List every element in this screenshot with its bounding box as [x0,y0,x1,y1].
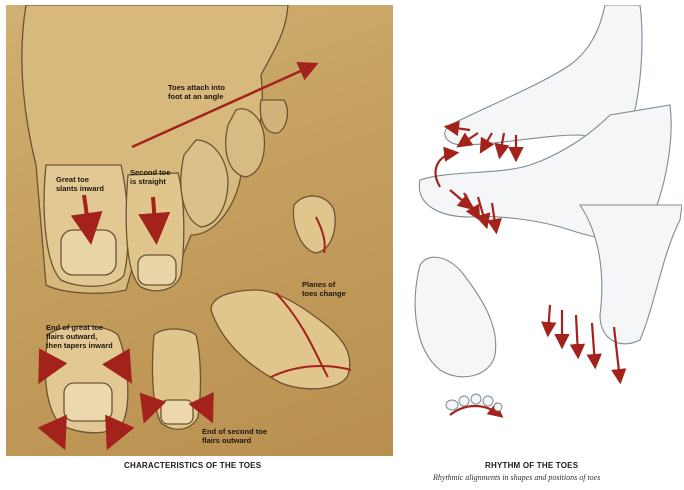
toes-rhythm-panel [400,5,682,456]
toes-characteristics-panel: Toes attach into foot at an angle Great … [6,5,393,456]
label-planes: Planes of toes change [302,280,346,298]
toe-pads [445,393,503,412]
label-toes-attach: Toes attach into foot at an angle [168,83,225,101]
label-great-toe: Great toe slants inward [56,175,104,193]
rhythm-arrows [434,120,627,418]
caption-characteristics: CHARACTERISTICS OF THE TOES [124,461,262,470]
label-end-great-toe: End of great toe flairs outward, then ta… [46,323,113,350]
rhythm-sketches [414,5,682,418]
foot-sketches [414,5,682,378]
toes-illustration [21,5,352,451]
subcaption-rhythm: Rhythmic alignments in shapes and positi… [433,473,601,482]
caption-rhythm: RHYTHM OF THE TOES [485,461,579,470]
label-second-toe: Second toe is straight [130,168,171,186]
direction-arrows [37,62,352,451]
label-end-second-toe: End of second toe flairs outward [202,427,268,445]
